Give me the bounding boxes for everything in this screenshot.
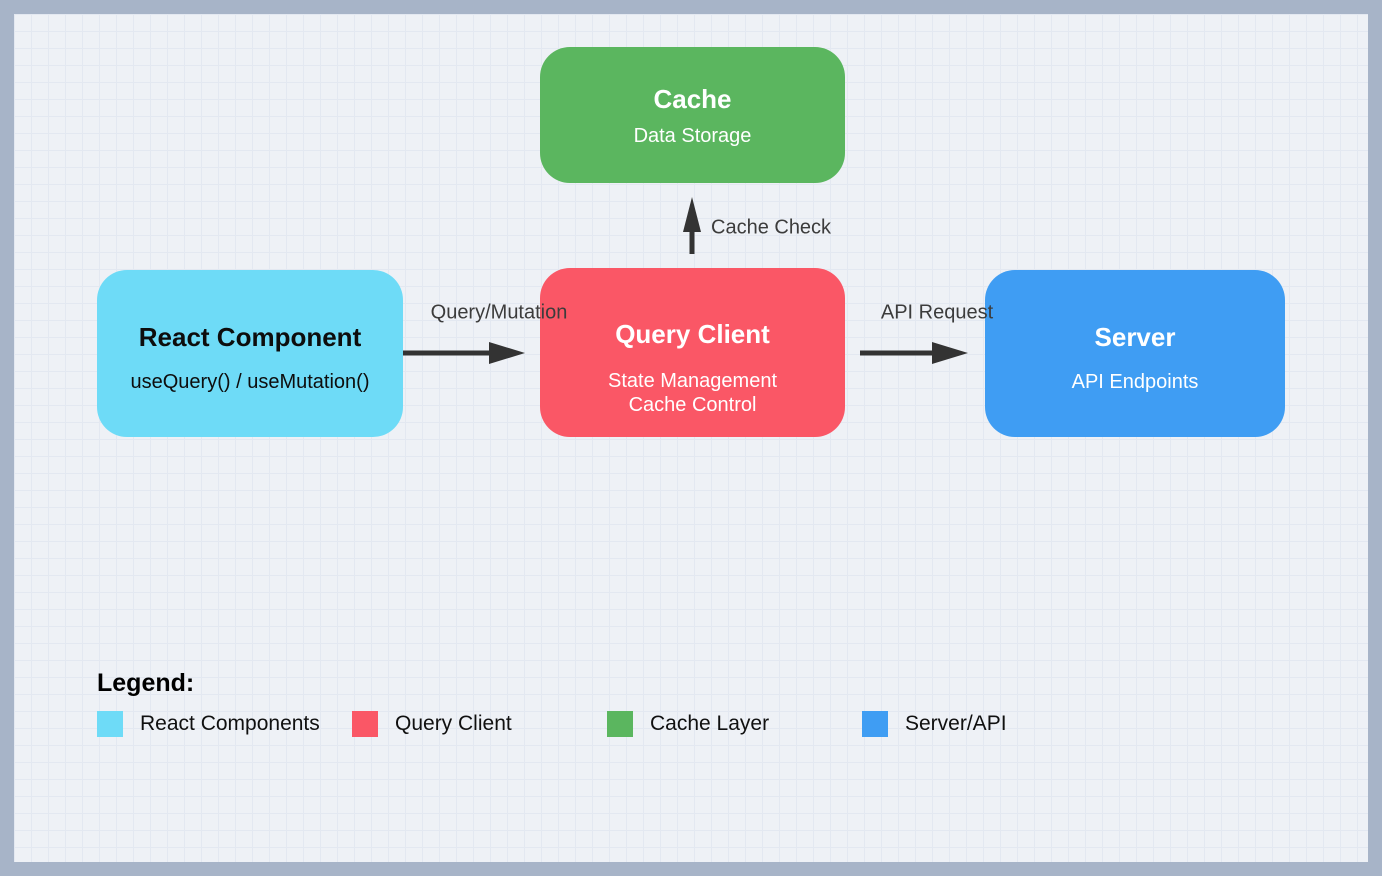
legend-heading: Legend: [97,669,195,697]
node-query-client-title: Query Client [615,319,770,349]
legend-swatch-server-api [862,710,888,737]
legend-label-cache-layer: Cache Layer [650,711,770,735]
legend-swatch-react-components [97,710,123,737]
node-cache-title: Cache [653,84,732,114]
legend-item-react-components: React Components [97,710,320,737]
legend-item-query-client: Query Client [352,710,512,737]
edge-label-cache-check: Cache Check [711,216,832,239]
node-react-component-subtitle: useQuery() / useMutation() [130,371,370,393]
legend-item-cache-layer: Cache Layer [607,710,769,737]
node-query-client: Query Client State Management Cache Cont… [540,268,845,437]
legend-label-server-api: Server/API [905,711,1007,735]
legend-item-server-api: Server/API [862,710,1007,737]
legend-label-query-client: Query Client [395,711,512,735]
edge-query-mutation-arrowhead [489,342,525,364]
legend-swatch-cache-layer [607,710,633,737]
edge-cache-check-arrowhead [683,197,701,232]
node-server: Server API Endpoints [985,270,1285,437]
diagram-canvas: Cache Data Storage React Component useQu… [14,14,1368,862]
node-react-component-title: React Component [138,322,362,352]
node-server-subtitle: API Endpoints [1071,371,1199,393]
edge-api-request-arrowhead [932,342,968,364]
node-query-client-subtitle-2: Cache Control [628,394,757,416]
node-server-title: Server [1094,322,1176,352]
edge-label-api-request: API Request [880,301,994,324]
node-cache-subtitle: Data Storage [633,125,752,147]
edges-layer [403,197,968,364]
legend-label-react-components: React Components [140,711,320,735]
node-react-component: React Component useQuery() / useMutation… [97,270,403,437]
legend-swatch-query-client [352,710,378,737]
edge-label-query-mutation: Query/Mutation [430,301,568,324]
node-query-client-subtitle-1: State Management [608,370,777,392]
node-cache: Cache Data Storage [540,47,845,183]
